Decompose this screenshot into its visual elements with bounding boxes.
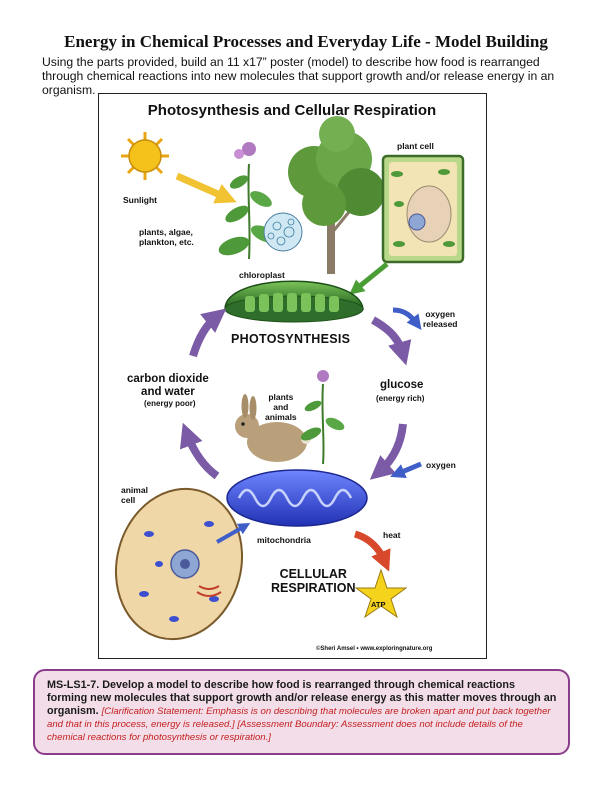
sun-icon: [121, 132, 169, 180]
label-co2-line2: and water: [141, 385, 195, 398]
tree-icon: [288, 116, 385, 274]
label-photosynthesis: PHOTOSYNTHESIS: [231, 332, 351, 346]
label-mitochondria: mitochondria: [257, 535, 311, 545]
label-cr-line2: RESPIRATION: [271, 581, 356, 595]
label-carbon-dioxide: carbon dioxide and water: [127, 373, 209, 398]
standard-clarification: [Clarification Statement: Emphasis is on…: [47, 706, 551, 743]
label-energy-poor: (energy poor): [144, 399, 196, 408]
plant-cell-icon: [381, 154, 465, 264]
label-oxygen-released-line1: oxygen: [425, 309, 456, 319]
label-animal-cell-line1: animal: [121, 485, 148, 495]
page-title: Energy in Chemical Processes and Everyda…: [64, 32, 548, 51]
label-animal-cell: animal cell: [121, 485, 148, 505]
cycle-arrows: [179, 308, 412, 480]
poster-artwork: [114, 116, 465, 641]
label-plants-line2: plankton, etc.: [139, 237, 194, 247]
label-oxygen: oxygen: [426, 460, 456, 470]
label-co2-line1: carbon dioxide: [127, 373, 209, 385]
instructions-text: Using the parts provided, build an 11 x1…: [42, 55, 555, 97]
animal-cell-icon: [114, 487, 244, 641]
label-pa-line2: and: [273, 402, 289, 412]
label-plant-cell: plant cell: [397, 141, 434, 151]
algae-icon: [263, 212, 303, 252]
label-glucose: glucose: [380, 379, 424, 391]
label-chloroplast: chloroplast: [239, 270, 285, 280]
label-sunlight: Sunlight: [123, 195, 157, 205]
label-cr-line1: CELLULAR: [279, 567, 347, 581]
standard-box: MS-LS1-7. Develop a model to describe ho…: [33, 669, 570, 755]
label-plants-line1: plants, algae,: [139, 227, 193, 237]
credit-line: ©Sheri Amsel • www.exploringnature.org: [316, 646, 433, 652]
label-pa-line1: plants: [268, 392, 294, 402]
label-heat: heat: [383, 530, 401, 540]
label-energy-rich: (energy rich): [376, 394, 425, 403]
atp-star-icon: [354, 568, 408, 619]
label-plants-and-animals: plants and animals: [265, 392, 297, 422]
plant-icon: [218, 142, 278, 260]
chloroplast-icon: [224, 280, 364, 323]
standard-statement: MS-LS1-7. Develop a model to describe ho…: [47, 679, 557, 717]
label-pa-line3: animals: [265, 412, 297, 422]
label-cellular-respiration: CELLULAR RESPIRATION: [271, 567, 356, 595]
mitochondria-icon: [226, 469, 368, 527]
rabbit-icon: [235, 394, 311, 462]
label-plants: plants, algae, plankton, etc.: [139, 227, 194, 247]
small-plant-icon: [300, 370, 345, 465]
label-animal-cell-line2: cell: [121, 495, 136, 505]
label-oxygen-released-line2: released: [423, 319, 458, 329]
label-atp: ATP: [371, 600, 386, 609]
poster-title: Photosynthesis and Cellular Respiration: [147, 102, 437, 119]
poster-illustration: Photosynthesis and Cellular Respiration …: [98, 93, 487, 659]
label-oxygen-released: oxygen released: [423, 309, 458, 329]
